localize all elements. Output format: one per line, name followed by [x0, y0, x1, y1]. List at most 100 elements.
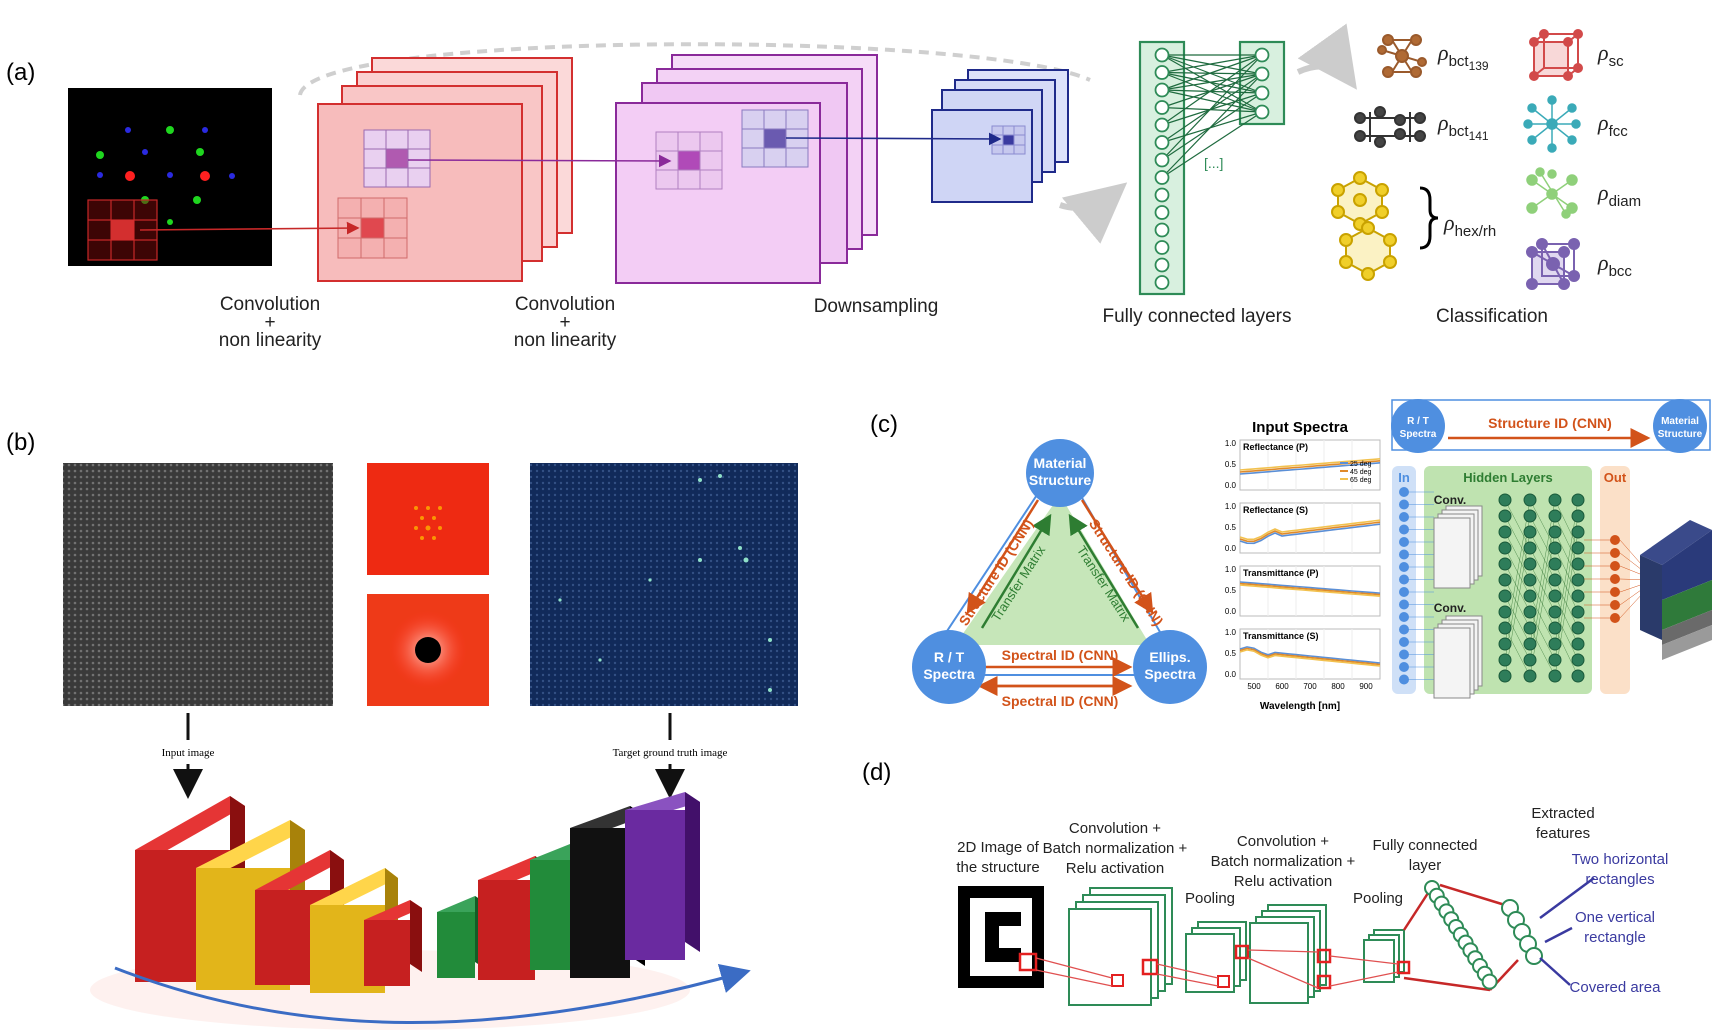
- fc-node: [1154, 222, 1170, 238]
- net-hidden-node: [1523, 605, 1537, 619]
- enc-block-5: [364, 900, 422, 986]
- legend-label: 45 deg: [1350, 469, 1372, 476]
- spectra-ytick: 0.5: [1225, 460, 1237, 469]
- spectra-ytick: 0.0: [1225, 607, 1237, 616]
- structure-image: [958, 886, 1044, 988]
- bottom-edge-bottom-label: Spectral ID (CNN): [1002, 693, 1119, 709]
- net-hidden-edge: [1529, 595, 1556, 645]
- spectra-series-line: [1239, 458, 1381, 471]
- fully-connected-layers: [1138, 40, 1286, 296]
- net-hidden-node: [1523, 669, 1537, 683]
- conv1-label-line1: Convolution +: [1069, 820, 1161, 837]
- net-hidden-node: [1523, 557, 1537, 571]
- legend-label: 25 deg: [1350, 461, 1372, 468]
- net-hidden-node: [1548, 637, 1562, 651]
- features-title-line1: Extracted: [1531, 805, 1594, 822]
- net-in-node: [1399, 499, 1409, 510]
- net-hidden-edge: [1529, 531, 1556, 677]
- spectra-ytick: 0.0: [1225, 481, 1237, 490]
- node-rt-spectra: [912, 630, 986, 704]
- panel-c: (c) Structure ID (CNN) Transfer Matrix S…: [870, 399, 1712, 712]
- node-right-line2: Spectra: [1144, 666, 1196, 682]
- arrow-to-classification: [1296, 23, 1357, 90]
- net-hidden-node: [1548, 541, 1562, 555]
- spectra-ytick: 1.0: [1225, 439, 1237, 448]
- net-right-line2: Structure: [1658, 429, 1703, 440]
- net-hidden-edge: [1554, 499, 1579, 645]
- fft-masked-image: [367, 594, 489, 706]
- panel-a: (a): [6, 23, 1641, 351]
- fc-connection: [1161, 89, 1263, 113]
- fc-node: [1154, 135, 1170, 150]
- spectra-ytick: 0.0: [1225, 670, 1237, 679]
- spectra-plot-title: Reflectance (P): [1243, 442, 1308, 452]
- feature-1-line2: rectangles: [1585, 871, 1654, 888]
- net-hidden-edge: [1504, 531, 1531, 677]
- fc-node: [1154, 65, 1170, 80]
- net-out-node: [1610, 600, 1620, 610]
- fc-connection: [1161, 73, 1263, 178]
- crystal-bcc-icon: [1526, 238, 1580, 290]
- net-hidden-node: [1548, 525, 1562, 539]
- image-label-line2: the structure: [956, 859, 1039, 876]
- spectra-series-line: [1239, 521, 1381, 543]
- d-conv2-kernel-b: [1316, 974, 1332, 990]
- crystal-diam-icon: [1526, 167, 1578, 219]
- net-out-node: [1610, 535, 1620, 545]
- d-fc-node: [1481, 973, 1498, 990]
- net-hidden-node: [1523, 509, 1537, 523]
- out-label: Out: [1604, 470, 1627, 485]
- spectra-xtick: 600: [1275, 682, 1289, 691]
- node-left-line1: R / T: [934, 649, 965, 665]
- net-in-node: [1399, 649, 1409, 660]
- node-top-line2: Structure: [1029, 472, 1091, 488]
- net-hidden-node: [1571, 573, 1585, 587]
- conv1-label-line2: Batch normalization +: [1043, 840, 1188, 857]
- fc-output-node: [1254, 47, 1270, 63]
- fc-node: [1154, 240, 1170, 255]
- spectra-title: Input Spectra: [1252, 419, 1349, 436]
- net-hidden-node: [1498, 493, 1512, 507]
- spectra-ytick: 1.0: [1225, 628, 1237, 637]
- diffraction-input-image: [68, 88, 272, 266]
- spectra-series-line: [1239, 462, 1381, 475]
- conv-stack-c1: [1433, 505, 1483, 589]
- conv-label-2: Conv.: [1434, 601, 1466, 615]
- fc-node: [1154, 82, 1170, 98]
- class-label-fcc: ρfcc: [1597, 110, 1628, 140]
- node-left-line2: Spectra: [923, 666, 975, 682]
- fc-label-line2: layer: [1409, 857, 1442, 874]
- d-feature-node: [1525, 947, 1543, 965]
- fc-connection: [1161, 111, 1263, 179]
- layered-structure-icon: [1640, 520, 1712, 660]
- hex-brace: [1419, 186, 1439, 250]
- spectra-plot-title: Reflectance (S): [1243, 505, 1308, 515]
- spectra-series-line: [1239, 519, 1381, 541]
- fc-node: [1154, 257, 1170, 273]
- net-hidden-node: [1498, 589, 1512, 603]
- spectra-plot-title: Transmittance (P): [1243, 568, 1319, 578]
- net-in-node: [1399, 574, 1409, 585]
- fc-connection: [1161, 54, 1263, 91]
- d-pool1-stack: [1185, 921, 1247, 993]
- feature-3-line1: Covered area: [1570, 979, 1662, 996]
- net-hidden-node: [1548, 669, 1562, 683]
- fc-output-node: [1254, 66, 1270, 82]
- node-ellips-spectra: [1133, 630, 1207, 704]
- net-hidden-node: [1523, 525, 1537, 539]
- net-hidden-node: [1548, 573, 1562, 587]
- feature-2-line1: One vertical: [1575, 909, 1655, 926]
- class-label-bct139: ρbct139: [1437, 40, 1489, 73]
- fc-node: [1154, 170, 1170, 185]
- feature-2-line2: rectangle: [1584, 929, 1646, 946]
- stage2-line3: non linearity: [514, 330, 617, 351]
- panel-a-tag: (a): [6, 59, 35, 86]
- fc-label-line1: Fully connected: [1372, 837, 1477, 854]
- d-fc-layer: [1402, 876, 1595, 992]
- panel-c-tag: (c): [870, 411, 898, 438]
- net-hidden-edge: [1554, 595, 1579, 645]
- fc-node: [1154, 152, 1170, 168]
- panel-b-tag: (b): [6, 429, 35, 456]
- net-hidden-node: [1571, 541, 1585, 555]
